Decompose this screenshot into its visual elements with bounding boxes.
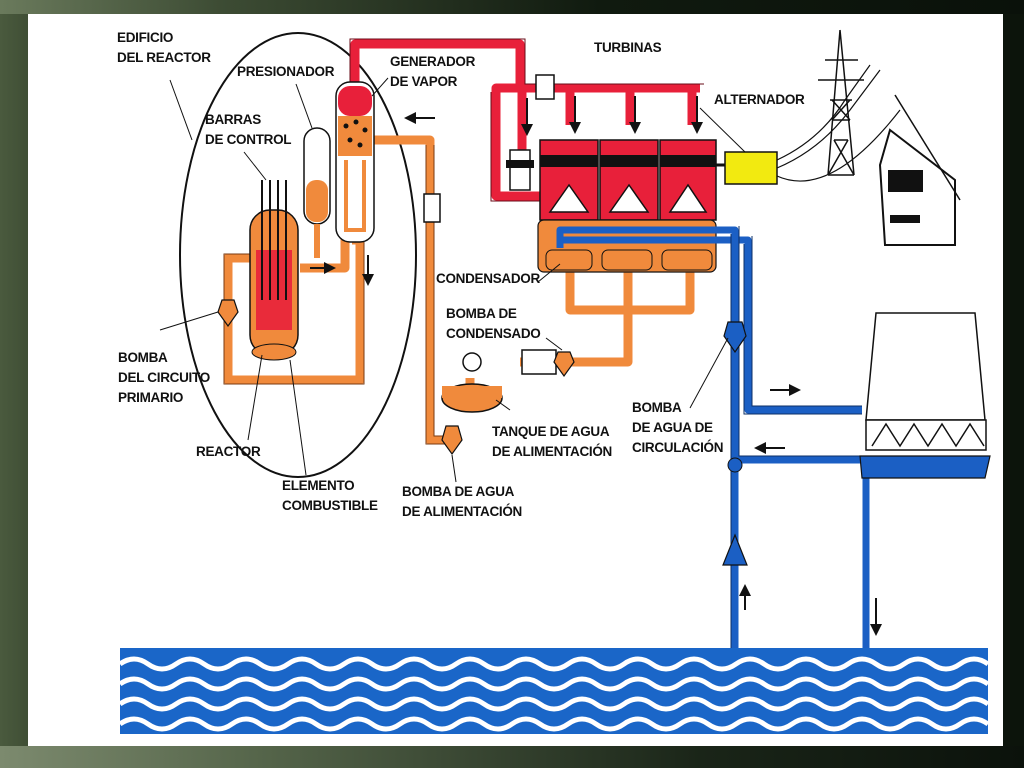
steam-pipes — [350, 39, 700, 201]
reactor-building-outline — [179, 32, 417, 478]
condensate-pump — [521, 349, 575, 378]
transmission-tower-icon — [818, 29, 864, 176]
feedwater-valve — [423, 193, 441, 223]
label-reactor-building: EDIFICIO DEL REACTOR — [117, 30, 211, 65]
label-steam-generator: GENERADOR DE VAPOR — [390, 54, 479, 89]
label-condensate-pump: BOMBA DE CONDENSADO — [446, 306, 541, 341]
label-alternator: ALTERNADOR — [714, 92, 805, 107]
reactor-vessel — [249, 180, 299, 361]
flow-arrows — [310, 96, 882, 636]
circulation-pump-icon — [723, 321, 747, 354]
slide-bottom-band — [0, 746, 1024, 768]
electric-train-icon — [878, 94, 961, 246]
label-turbines: TURBINAS — [594, 40, 662, 55]
label-primary-pump: BOMBA DEL CIRCUITO PRIMARIO — [118, 350, 213, 405]
sea-water — [118, 648, 990, 734]
turbine-3 — [599, 139, 659, 221]
label-control-rods: BARRAS DE CONTROL — [205, 112, 291, 147]
label-condenser: CONDENSADOR — [436, 271, 541, 286]
steam-valve — [535, 74, 555, 100]
feedwater-pump-icon — [441, 425, 463, 456]
leader-lines — [159, 77, 746, 483]
label-feedwater-tank: TANQUE DE AGUA DE ALIMENTACIÓN — [492, 424, 612, 459]
label-reactor: REACTOR — [196, 444, 261, 459]
label-feedwater-pump: BOMBA DE AGUA DE ALIMENTACIÓN — [402, 484, 522, 519]
label-fuel-element: ELEMENTO COMBUSTIBLE — [282, 478, 378, 513]
power-lines — [776, 64, 901, 182]
primary-pump-icon — [217, 299, 239, 328]
feedwater-tank — [441, 352, 503, 413]
label-circulation-pump: BOMBA DE AGUA DE CIRCULACIÓN — [632, 400, 723, 455]
slide-top-band — [0, 0, 1024, 14]
circulation-junction — [727, 457, 743, 473]
turbine-2 — [539, 139, 599, 221]
label-pressurizer: PRESIONADOR — [237, 64, 335, 79]
turbine-4 — [659, 139, 717, 221]
steam-generator — [335, 81, 375, 243]
turbine-1 — [506, 149, 534, 191]
diagram-labels: EDIFICIO DEL REACTOR PRESIONADOR GENERAD… — [117, 30, 805, 519]
intake-pump-icon — [722, 533, 748, 566]
cooling-tower — [859, 312, 991, 479]
pressurizer — [303, 127, 331, 258]
alternator — [724, 151, 778, 185]
